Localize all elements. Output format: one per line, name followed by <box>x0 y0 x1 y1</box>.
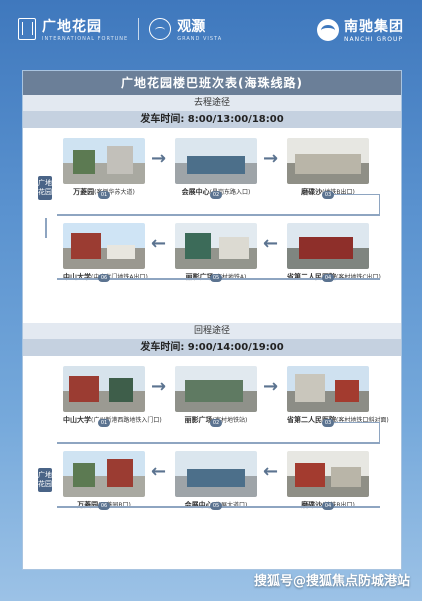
stop-name: 丽影广场 <box>184 416 213 424</box>
stop-number: 04 <box>322 274 334 282</box>
stop-note: (广州新港西路地铁入门口) <box>91 417 162 424</box>
route-line <box>328 422 380 442</box>
stop-number: 06 <box>98 274 110 282</box>
stop-note: (昌岗东路入口) <box>209 189 251 196</box>
stop-card: 会展中心(华展大道口) <box>175 451 257 510</box>
stop-card: 万菱园(万菱园B口) <box>63 451 145 510</box>
stop-number: 01 <box>98 419 110 427</box>
route-line <box>328 194 380 214</box>
outbound-label: 去程途径 <box>23 95 401 111</box>
stop-name: 万菱园 <box>73 188 95 196</box>
outbound-route: 广地花园 万菱园(客侧华苏大道) → 会展中心(昌岗东路入口) → 磨碟沙(地铁… <box>23 128 401 323</box>
stop-photo <box>287 138 369 184</box>
stop-card: 省第二人民医院(客村地铁口斜对面) <box>287 366 389 425</box>
stop-number: 01 <box>98 191 110 199</box>
arrow-left-icon: ← <box>263 233 279 254</box>
brand2-sub: GRAND VISTA <box>177 36 223 42</box>
stop-photo <box>175 366 257 412</box>
return-times: 发车时间: 9:00/14:00/19:00 <box>23 339 401 356</box>
stop-note: (万菱园B口) <box>98 502 131 509</box>
watermark: 搜狐号@搜狐焦点防城港站 <box>253 574 410 589</box>
schedule-card: 广地花园楼巴班次表(海珠线路) 去程途径 发车时间: 8:00/13:00/18… <box>22 70 402 570</box>
stop-card: 省第二人民医院(客村地铁C出口) <box>287 223 381 282</box>
group-logo-icon <box>317 18 339 41</box>
stop-card: 中山大学(广州新港西路地铁入门口) <box>63 366 162 425</box>
stop-card: 丽影广场(客村地铁A) <box>175 223 257 282</box>
stop-number: 03 <box>322 419 334 427</box>
stop-photo <box>63 138 145 184</box>
stop-name: 会展中心 <box>181 188 210 196</box>
stop-note: (客侧华苏大道) <box>94 189 135 196</box>
brand-divider <box>138 18 140 40</box>
stop-photo <box>175 138 257 184</box>
route-line <box>57 214 380 216</box>
return-label: 回程途径 <box>23 323 401 339</box>
arrow-right-icon: → <box>151 376 167 397</box>
stop-card: 磨碟沙(地铁B出口) <box>287 138 369 197</box>
stop-photo <box>63 451 145 497</box>
destination-tag: 广地花园 <box>38 468 52 492</box>
stop-name: 省第二人民医院 <box>287 273 336 281</box>
brand-left: 广地花园 INTERNATIONAL FORTUNE 观灏 GRAND VIST… <box>18 16 222 42</box>
group-name: 南驰集团 <box>344 19 404 35</box>
arrow-left-icon: ← <box>151 461 167 482</box>
stop-number: 05 <box>210 274 222 282</box>
top-bar: 广地花园 INTERNATIONAL FORTUNE 观灏 GRAND VIST… <box>0 0 422 60</box>
stop-card: 中山大学(中大北门地铁A出口) <box>63 223 148 282</box>
stop-photo <box>175 451 257 497</box>
stop-number: 03 <box>322 191 334 199</box>
arrow-right-icon: → <box>263 376 279 397</box>
stop-number: 02 <box>210 419 222 427</box>
stop-photo <box>63 223 145 269</box>
stop-note: (中大北门地铁A出口) <box>91 274 148 281</box>
stop-note: (客村地铁C出口) <box>336 274 381 281</box>
arrow-right-icon: → <box>151 148 167 169</box>
stop-photo <box>287 223 369 269</box>
arrow-right-icon: → <box>263 148 279 169</box>
stop-card: 丽影广场(客村地铁站) <box>175 366 257 425</box>
building-logo-icon <box>18 18 36 40</box>
stop-number: 05 <box>210 502 222 510</box>
group-name-en: NANCHI GROUP <box>344 36 404 43</box>
stop-note: (客村地铁站) <box>212 417 248 424</box>
stop-number: 02 <box>210 191 222 199</box>
arrow-left-icon: ← <box>151 233 167 254</box>
stop-number: 04 <box>322 502 334 510</box>
outbound-times: 发车时间: 8:00/13:00/18:00 <box>23 111 401 128</box>
stop-note: (地铁B出口) <box>322 189 355 196</box>
route-line <box>45 218 47 238</box>
stop-note: (客村地铁口斜对面) <box>336 417 389 424</box>
stop-note: (华展大道口) <box>212 502 248 509</box>
stop-note: (地铁B出口) <box>322 502 355 509</box>
route-line <box>57 442 380 444</box>
brand2-name: 观灏 <box>177 19 206 35</box>
stop-name: 中山大学 <box>63 416 91 424</box>
stop-name: 丽影广场 <box>185 273 214 281</box>
stop-name: 会展中心 <box>184 501 213 509</box>
stop-number: 06 <box>98 502 110 510</box>
stop-name: 万菱园 <box>77 501 99 509</box>
group-brand: 南驰集团 NANCHI GROUP <box>317 16 404 43</box>
origin-tag: 广地花园 <box>38 176 52 200</box>
arrow-left-icon: ← <box>263 461 279 482</box>
stop-card: 磨碟沙(地铁B出口) <box>287 451 369 510</box>
return-route: 中山大学(广州新港西路地铁入门口) → 丽影广场(客村地铁站) → 省第二人民医… <box>23 356 401 551</box>
stop-name: 中山大学 <box>63 273 91 281</box>
stop-photo <box>63 366 145 412</box>
schedule-title: 广地花园楼巴班次表(海珠线路) <box>23 71 401 95</box>
stop-photo <box>287 451 369 497</box>
brand-name: 广地花园 <box>42 19 102 35</box>
stop-photo <box>287 366 369 412</box>
stop-photo <box>175 223 257 269</box>
stop-card: 万菱园(客侧华苏大道) <box>63 138 145 197</box>
stop-card: 会展中心(昌岗东路入口) <box>175 138 257 197</box>
stop-name: 省第二人民医院 <box>287 416 336 424</box>
brand-sub: INTERNATIONAL FORTUNE <box>42 36 129 42</box>
wave-logo-icon <box>149 18 172 40</box>
stop-name: 磨碟沙 <box>301 501 323 509</box>
stop-name: 磨碟沙 <box>301 188 323 196</box>
stop-note: (客村地铁A) <box>213 274 247 281</box>
